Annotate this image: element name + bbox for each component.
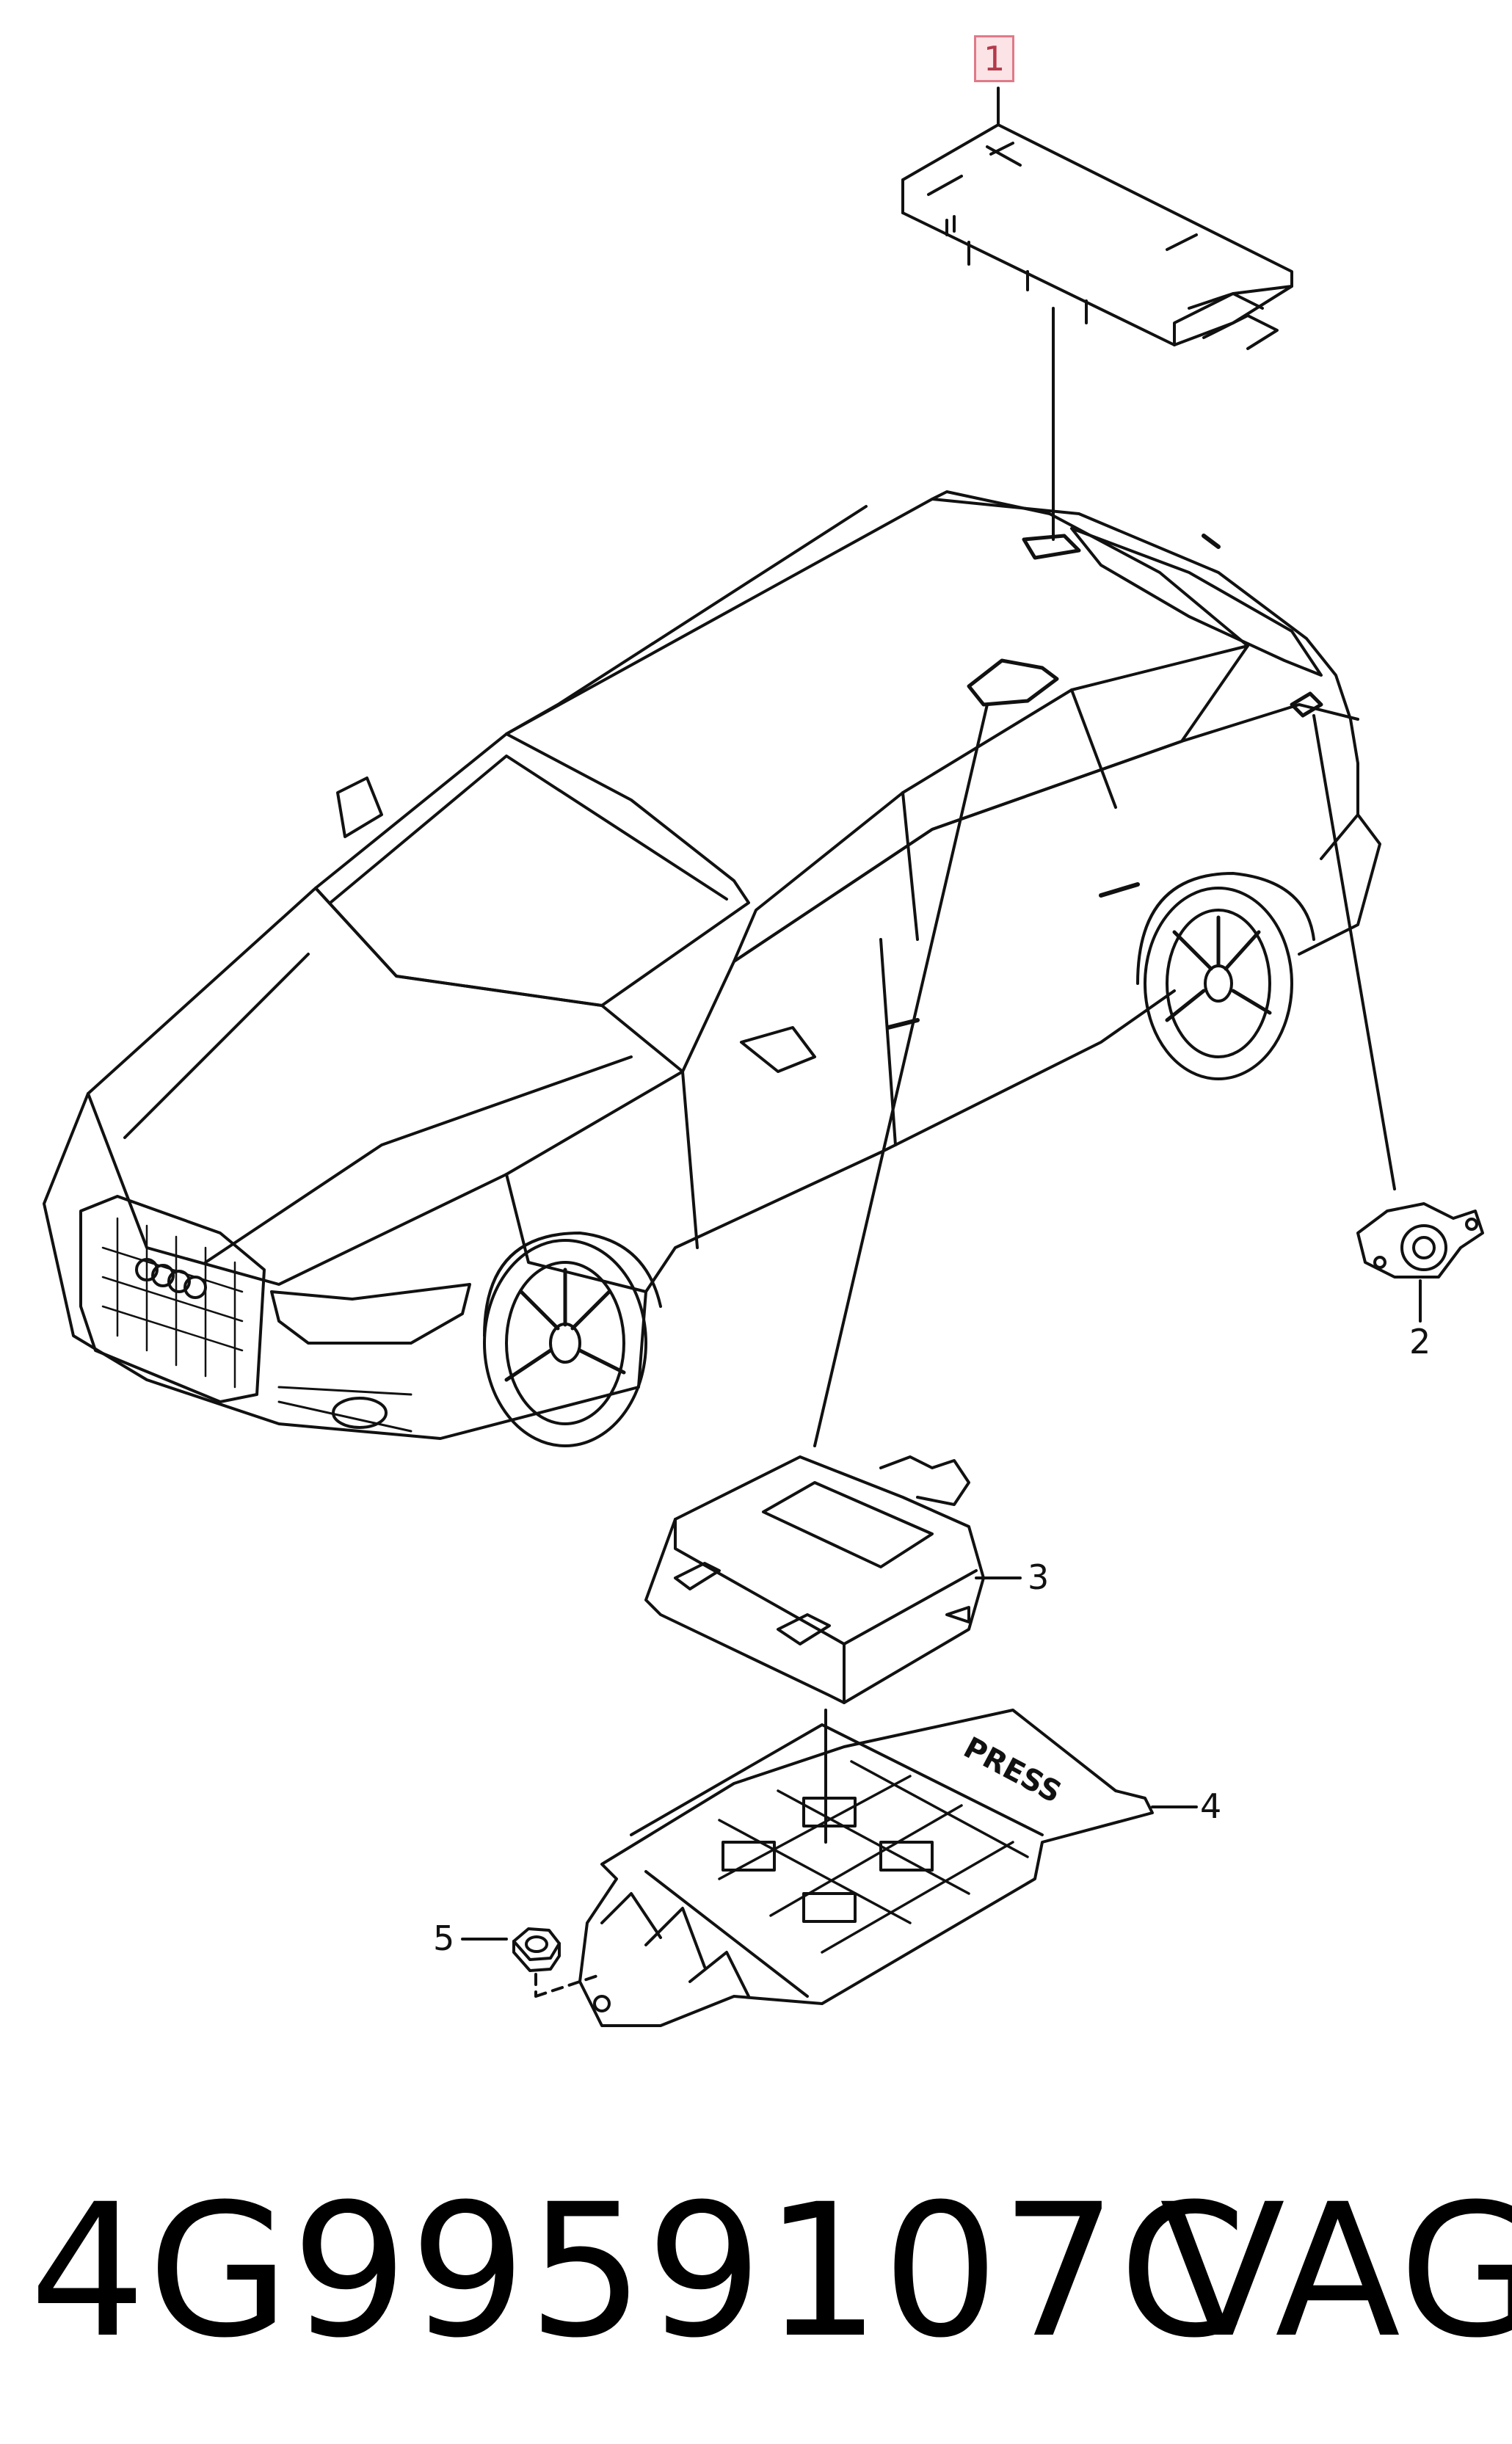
part-number: 4G9959107C [29,2164,1249,2378]
callout-item-2[interactable]: 2 [1409,1322,1431,1361]
sensor-icon [1356,1202,1484,1279]
footer: 4G9959107C VAG [0,2165,1512,2400]
brand-name: VAG [1160,2164,1512,2378]
leader-line-3 [813,703,989,1447]
callout-item-5[interactable]: 5 [433,1919,455,1958]
control-module-icon [644,1455,985,1704]
nut-install-path [534,1973,603,1998]
callout-item-4[interactable]: 4 [1200,1786,1222,1826]
control-module-icon [901,123,1293,350]
exploded-parts-diagram: PRESS [43,87,1484,2027]
mounting-bracket-icon: PRESS [578,1709,1154,2027]
callout-item-3[interactable]: 3 [1028,1557,1050,1597]
station-wagon-car-icon [43,490,1381,1447]
leader-line-2 [1312,714,1396,1190]
callout-item-1[interactable]: 1 [974,35,1015,82]
nut-icon [512,1927,561,1972]
press-label: PRESS [958,1731,1066,1810]
